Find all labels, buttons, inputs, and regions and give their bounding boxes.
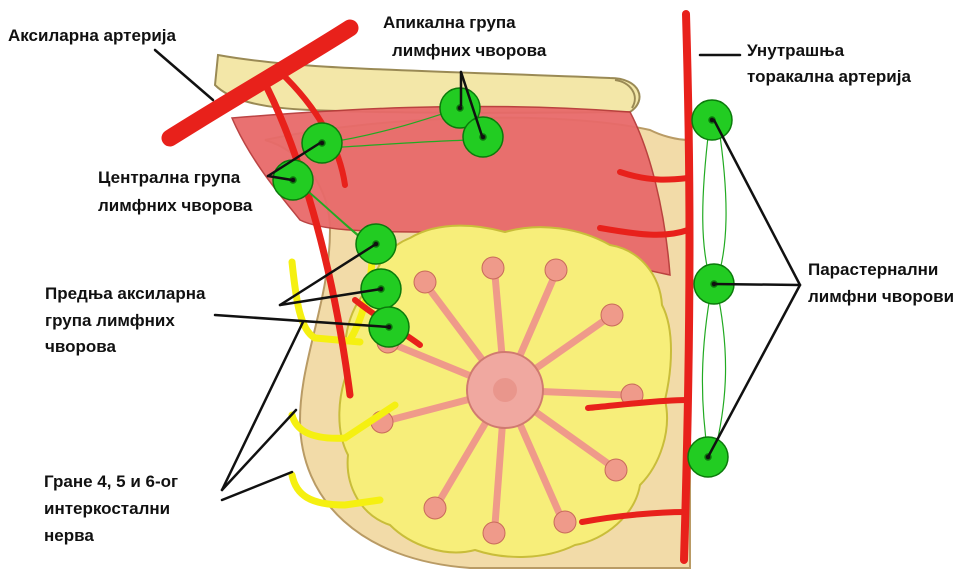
label-internal-thoracic-line-2: торакална артерија [747, 67, 911, 86]
label-central-group-line-2: лимфних чворова [98, 196, 253, 215]
label-anterior-axillary-line-1: Предња аксиларна [45, 284, 206, 303]
label-anterior-axillary-line-3: чворова [45, 337, 116, 356]
label-intercostal-line-1: Гране 4, 5 и 6-ог [44, 472, 178, 491]
label-apical-group-line-2: лимфних чворова [392, 41, 547, 60]
label-anterior-axillary-line-2: група лимфних [45, 311, 175, 330]
label-intercostal-line-3: нерва [44, 526, 94, 545]
label-intercostal-line-2: интеркостални [44, 499, 170, 518]
label-apical-group-line-1: Апикална група [383, 13, 516, 32]
label-parasternal-line-2: лимфни чворови [808, 287, 954, 306]
nipple [493, 378, 517, 402]
label-axillary-artery: Аксиларна артерија [8, 26, 177, 45]
label-internal-thoracic-line-1: Унутрашња [747, 41, 845, 60]
label-central-group-line-1: Централна група [98, 168, 241, 187]
label-parasternal-line-1: Парастернални [808, 260, 938, 279]
